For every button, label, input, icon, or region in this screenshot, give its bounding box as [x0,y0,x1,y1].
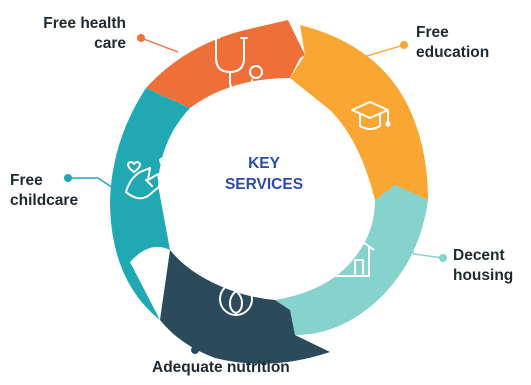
label-housing: Decent housing [453,247,514,284]
dot-childcare [64,174,72,182]
hands-hearts-icon [125,157,169,200]
segment-health [146,20,305,108]
center-disc [176,100,352,276]
segment-housing [275,185,428,335]
connector-education [359,44,405,59]
label-education: Free education [416,24,490,61]
connector-nutrition [194,323,216,351]
connector-housing [404,237,444,259]
stethoscope-icon [212,37,263,94]
dot-housing [439,254,447,262]
graduation-cap-icon [351,101,391,130]
dot-education [400,41,408,49]
apple-icon [219,278,253,316]
label-childcare: Free childcare [10,172,79,209]
center-line-2: SERVICES [224,176,304,193]
center-line-1: KEY [248,155,280,172]
segment-nutrition [160,250,330,364]
segment-childcare [110,88,190,320]
dot-nutrition [191,346,199,354]
label-nutrition: Adequate nutrition [152,359,290,376]
house-icon [329,233,375,277]
dot-health [137,34,145,42]
label-health: Free health care [43,15,126,52]
center-title: KEY SERVICES [198,153,330,195]
connector-health [140,37,179,53]
connector-childcare [68,177,117,191]
